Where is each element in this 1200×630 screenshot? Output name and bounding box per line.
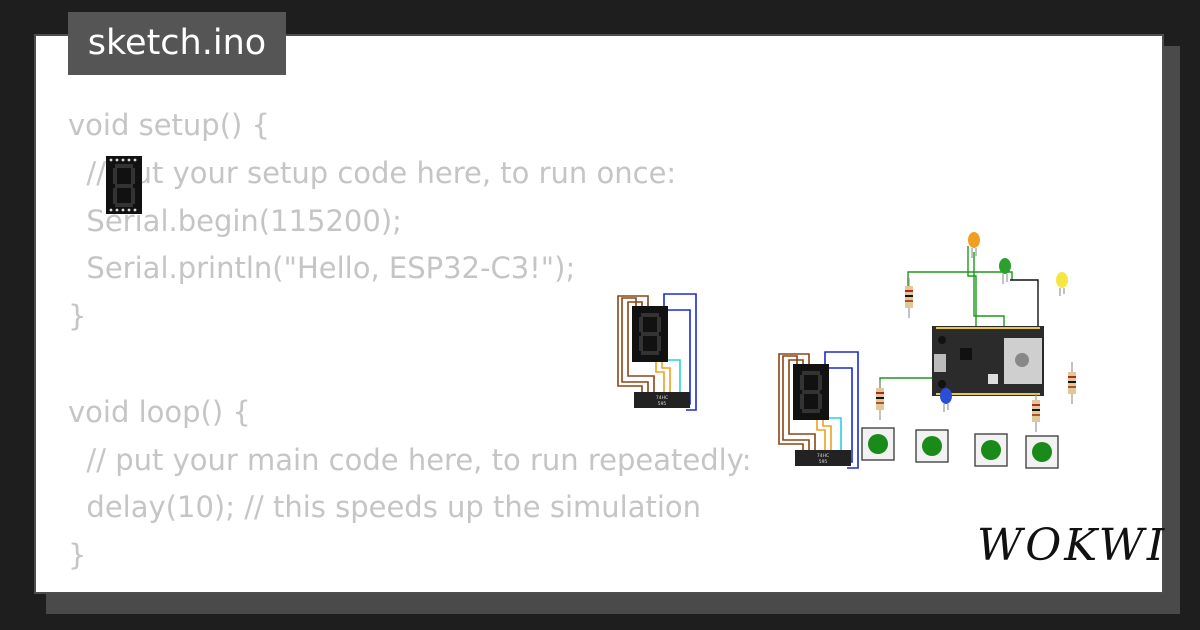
pushbutton-icon[interactable] [974, 433, 1008, 467]
svg-text:74HC: 74HC [817, 453, 829, 459]
seven-segment-display-icon [793, 364, 829, 420]
pushbutton-icon[interactable] [915, 429, 949, 463]
led-icon [968, 232, 980, 258]
wires [778, 351, 859, 469]
esp32-c3-board-icon [932, 326, 1044, 396]
seven-segment-display-icon [106, 156, 142, 214]
pushbutton-icon[interactable] [861, 427, 895, 461]
wires [879, 246, 1039, 388]
svg-text:74HC: 74HC [656, 395, 668, 401]
led-icon [940, 388, 952, 412]
code-line: delay(10); // this speeds up the simulat… [68, 490, 702, 525]
shift-register-chip-icon: 74HC 595 [795, 450, 851, 466]
led-icon [1056, 272, 1068, 296]
seven-segment-display-icon [632, 306, 668, 362]
code-line: Serial.println("Hello, ESP32-C3!"); [68, 251, 576, 286]
shift-register-chip-icon: 74HC 595 [634, 392, 690, 408]
file-tab[interactable]: sketch.ino [68, 12, 286, 75]
code-line: void loop() { [68, 394, 251, 429]
led-icon [999, 258, 1011, 284]
svg-text:595: 595 [658, 401, 667, 407]
code-line: } [68, 538, 87, 573]
svg-text:595: 595 [819, 459, 828, 465]
wokwi-logo: WOKWI [977, 520, 1168, 571]
code-line: } [68, 299, 87, 334]
resistor-icon [905, 278, 913, 318]
code-line: void setup() { [68, 108, 270, 142]
resistor-icon [1068, 362, 1076, 404]
code-line: // put your main code here, to run repea… [68, 442, 752, 477]
resistor-icon [876, 380, 884, 420]
resistor-icon [1032, 394, 1040, 432]
pushbutton-icon[interactable] [1025, 435, 1059, 469]
